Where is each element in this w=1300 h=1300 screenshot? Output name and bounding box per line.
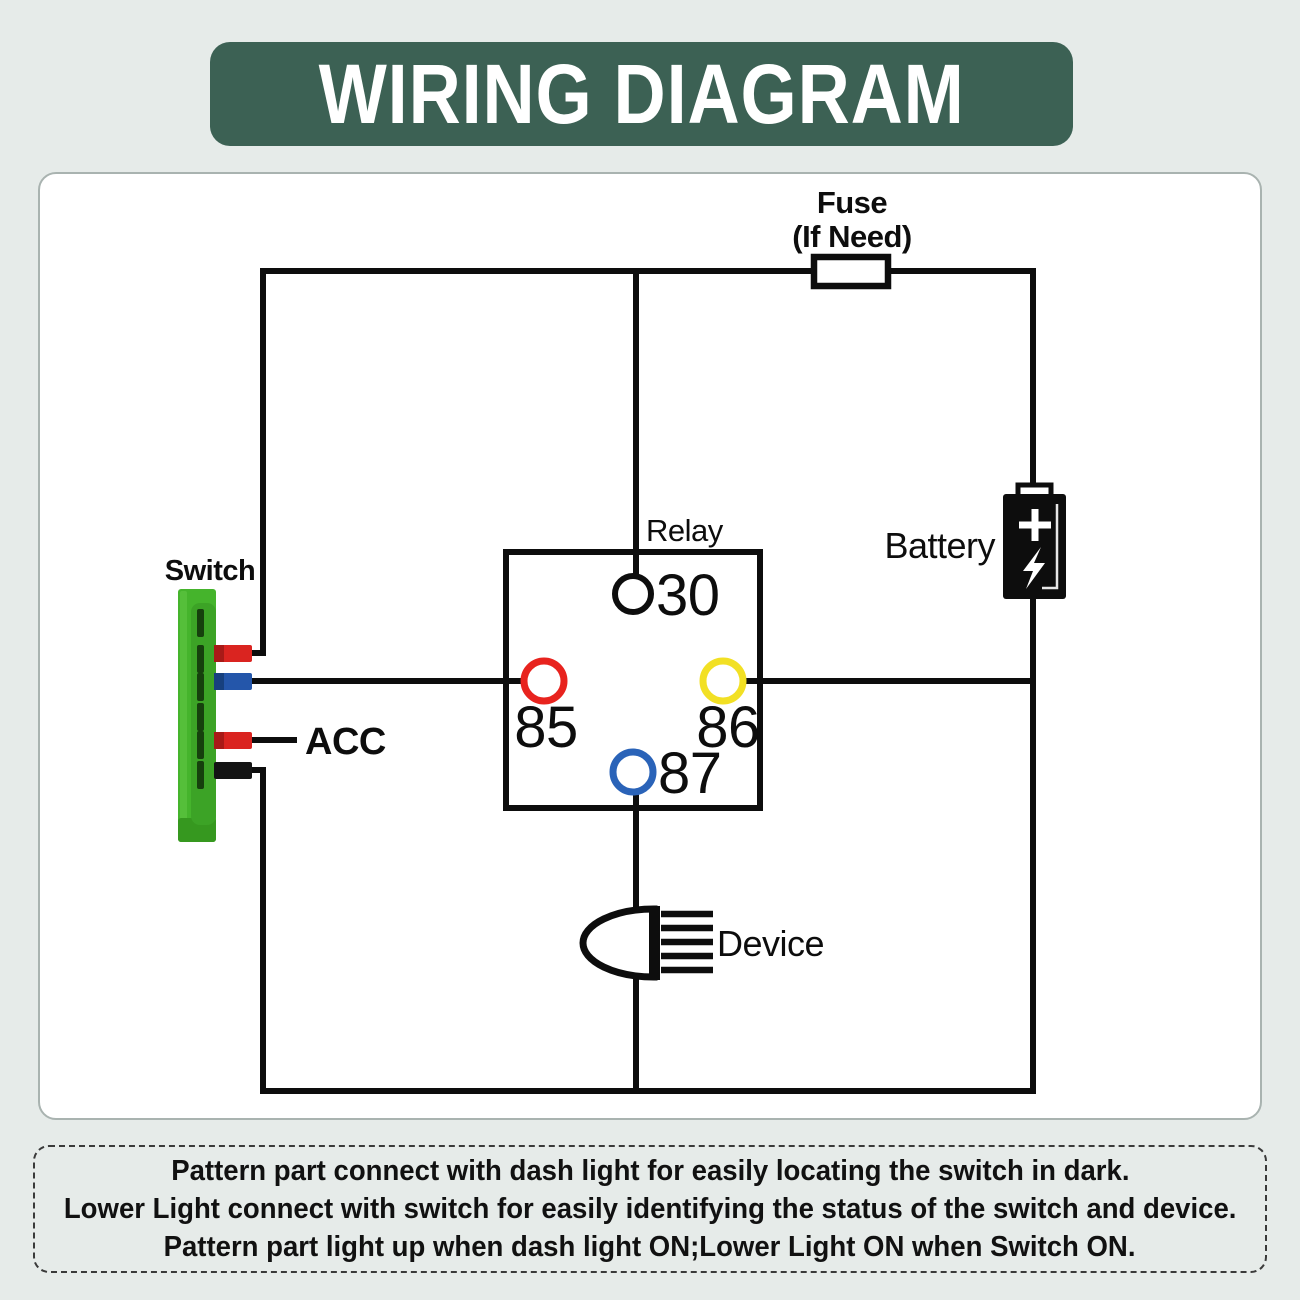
footer-line-1: Pattern part connect with dash light for… (170, 1155, 1130, 1187)
battery-symbol (1003, 482, 1066, 599)
acc-label: ACC (305, 721, 386, 763)
terminal-86-label: 86 (696, 695, 760, 760)
terminal-30-pin (612, 573, 654, 615)
switch-connector (178, 589, 252, 842)
battery-lightning-icon (1023, 547, 1045, 589)
switch-highlight (180, 591, 187, 840)
device-label: Device (717, 923, 824, 964)
switch-pin-red-acc-shade (214, 732, 224, 749)
footer-line-3: Pattern part light up when dash light ON… (164, 1231, 1136, 1263)
fuse-symbol (810, 253, 892, 290)
device-lamp-icon (579, 905, 713, 981)
terminal-87-label: 87 (658, 741, 722, 806)
wire-battery-bottom-switch (252, 597, 1036, 1094)
terminal-85-label: 85 (514, 695, 578, 760)
fuse-label: Fuse (817, 185, 888, 220)
wire-switch-top-battery (252, 268, 1036, 656)
terminal-30-label: 30 (656, 563, 720, 628)
switch-slots (197, 609, 204, 789)
battery-plus-icon (1019, 509, 1051, 541)
footer-line-2: Lower Light connect with switch for easi… (63, 1193, 1237, 1225)
device-base (649, 906, 660, 980)
switch-pin-red-top-shade (214, 645, 224, 662)
device-rays (661, 910, 713, 974)
page-title: WIRING DIAGRAM (318, 46, 965, 141)
fuse-label-if-need: (If Need) (792, 219, 912, 254)
title-banner: WIRING DIAGRAM (210, 42, 1073, 146)
battery-label: Battery (884, 525, 995, 566)
terminal-86-pin (699, 657, 747, 705)
relay-label: Relay (646, 513, 724, 548)
switch-pin-black (214, 762, 252, 779)
terminal-87-pin (609, 748, 657, 796)
switch-label: Switch (165, 555, 255, 587)
battery-body (1003, 494, 1066, 599)
battery-highlight (1042, 504, 1059, 590)
switch-pin-blue-shade (214, 673, 224, 690)
device-reflector (579, 905, 658, 981)
footer-note: Pattern part connect with dash light for… (33, 1145, 1267, 1273)
terminal-85-pin (520, 657, 568, 705)
